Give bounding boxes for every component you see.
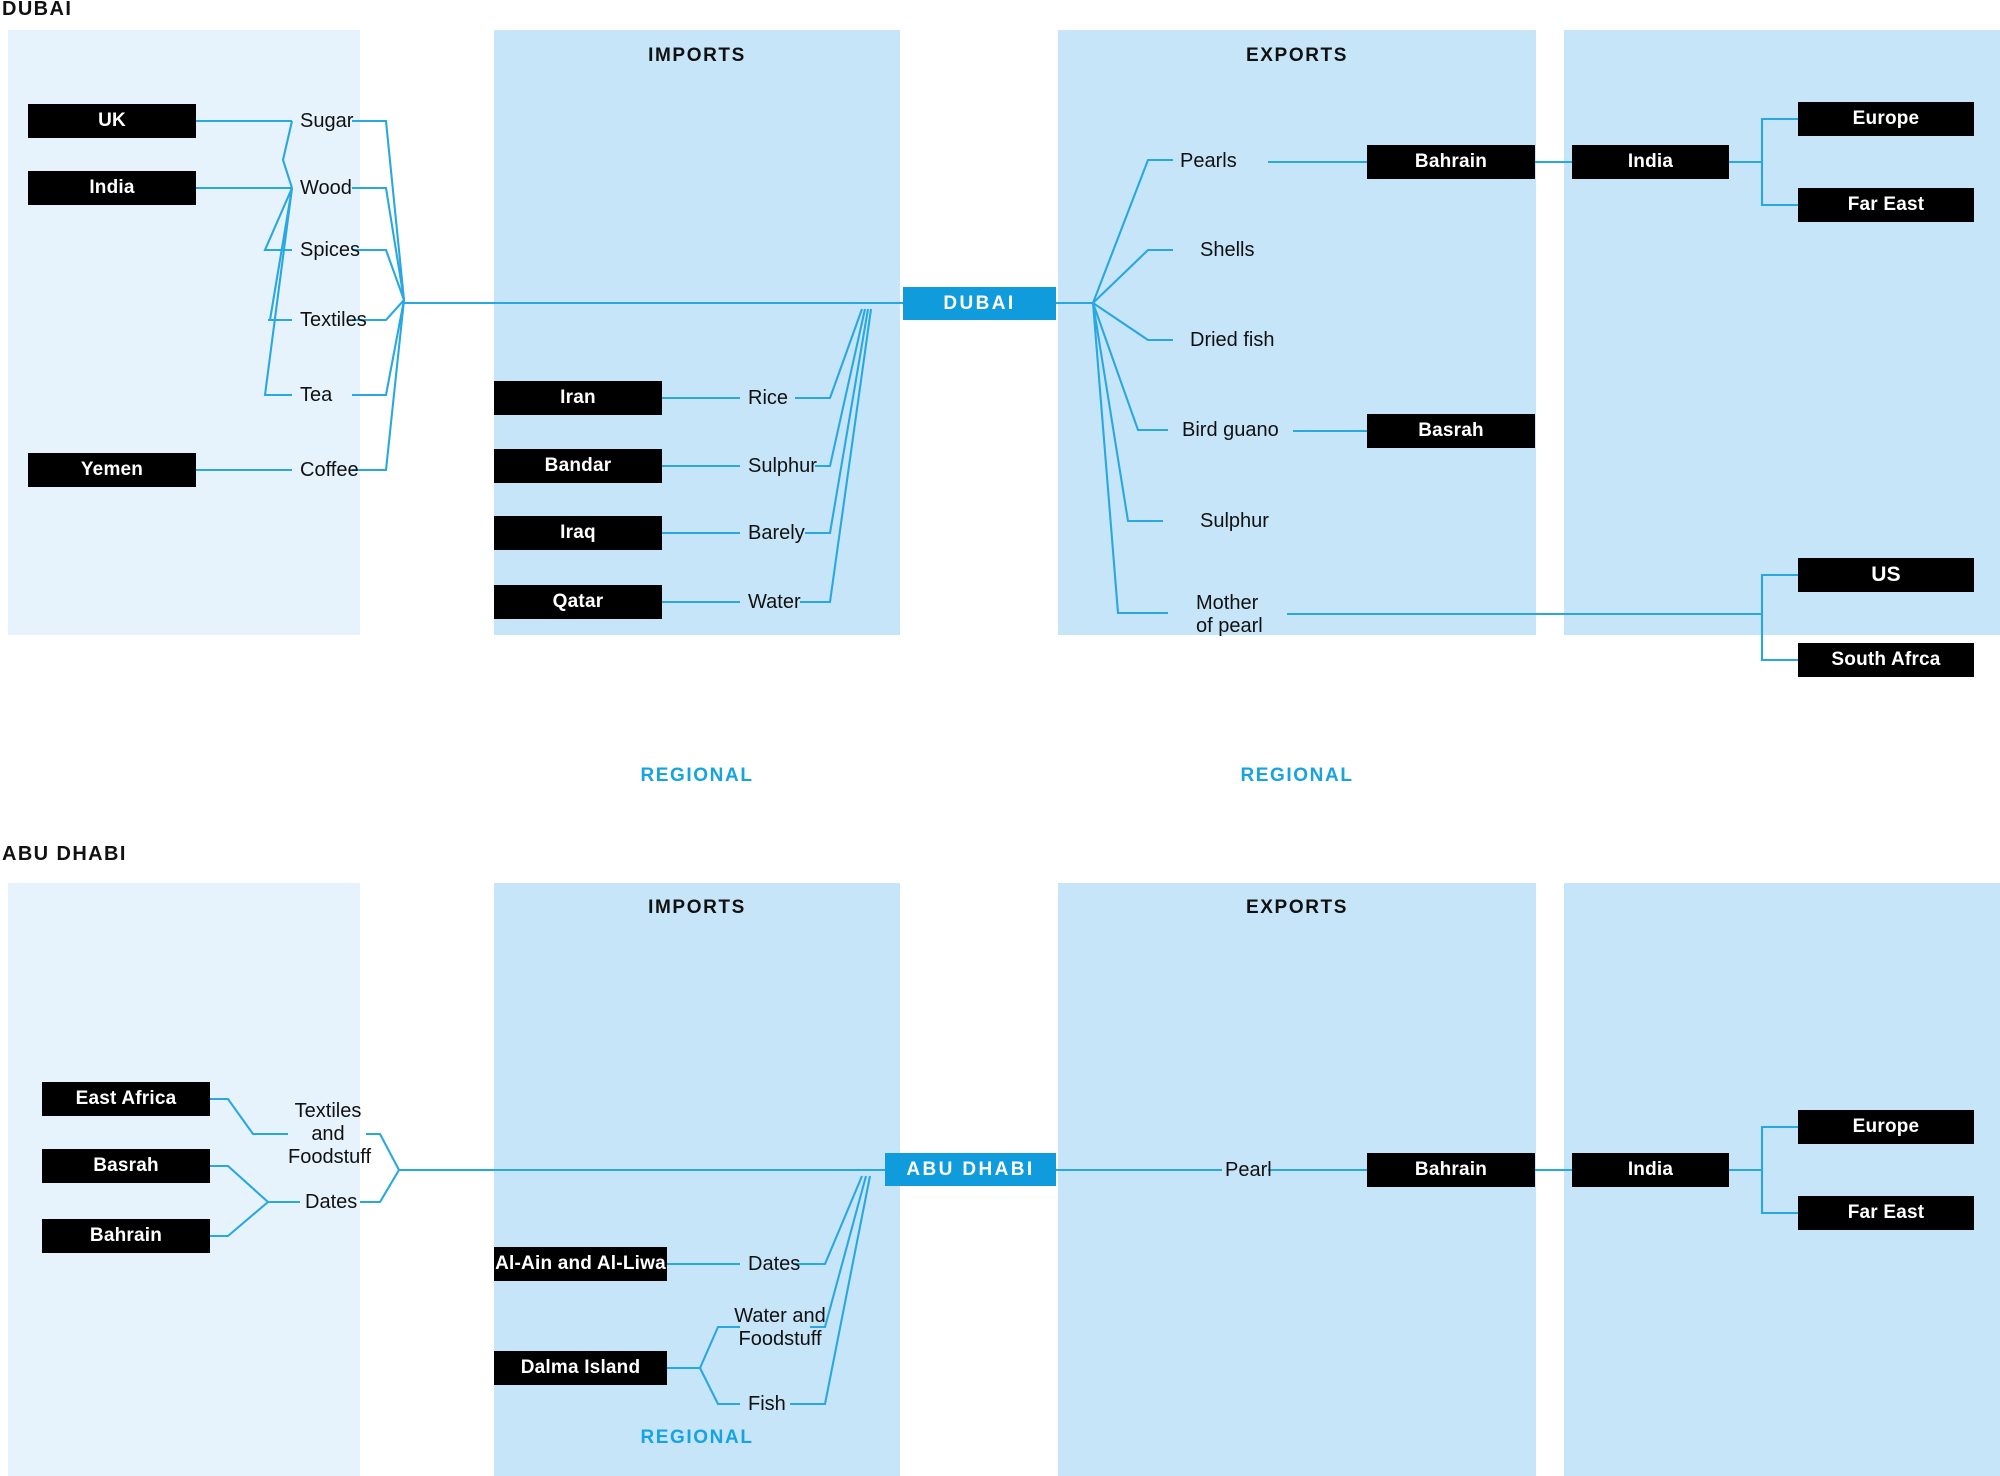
- dubai-imports-regional-tag: REGIONAL: [640, 765, 754, 786]
- good-dubai-import-wood: Wood: [300, 177, 352, 199]
- good-dubai-regional-rice: Rice: [748, 387, 789, 409]
- chip-abudhabi-regional-origin-al-ain-al-liwa[interactable]: Al-Ain and Al-Liwa: [494, 1247, 667, 1281]
- good-abudhabi-export-pearl: Pearl: [1225, 1159, 1272, 1181]
- good-dubai-export-dried-fish: Dried fish: [1190, 329, 1275, 351]
- chip-dubai-export-dest-south-africa[interactable]: South Afrca: [1798, 643, 1974, 677]
- chip-abudhabi-export-onward-far-east[interactable]: Far East: [1798, 1196, 1974, 1230]
- good-dubai-export-mother-of-pearl: Mother of pearl: [1196, 592, 1263, 638]
- chip-dubai-export-onward-india[interactable]: India: [1572, 145, 1729, 179]
- chip-abudhabi-export-onward-europe[interactable]: Europe: [1798, 1110, 1974, 1144]
- abudhabi-exports-header: EXPORTS: [1246, 897, 1348, 918]
- chip-abudhabi-export-onward-india[interactable]: India: [1572, 1153, 1729, 1187]
- chip-abudhabi-origin-east-africa[interactable]: East Africa: [42, 1082, 210, 1116]
- abudhabi-imports-regional-tag: REGIONAL: [640, 1427, 754, 1448]
- section-title-abu-dhabi: ABU DHABI: [2, 843, 127, 865]
- chip-dubai-export-dest-bahrain[interactable]: Bahrain: [1367, 145, 1535, 179]
- chip-dubai-export-onward-far-east[interactable]: Far East: [1798, 188, 1974, 222]
- good-dubai-export-pearls: Pearls: [1180, 150, 1237, 172]
- dubai-exports-header: EXPORTS: [1246, 45, 1348, 66]
- good-dubai-export-bird-guano: Bird guano: [1182, 419, 1279, 441]
- chip-dubai-regional-origin-qatar[interactable]: Qatar: [494, 585, 662, 619]
- good-abudhabi-import-dates: Dates: [305, 1191, 358, 1213]
- good-dubai-import-tea: Tea: [300, 384, 333, 406]
- good-dubai-import-spices: Spices: [300, 239, 361, 261]
- good-dubai-regional-water: Water: [748, 591, 801, 613]
- chip-dubai-origin-yemen[interactable]: Yemen: [28, 453, 196, 487]
- chip-abudhabi-origin-basrah[interactable]: Basrah: [42, 1149, 210, 1183]
- chip-dubai-export-dest-basrah[interactable]: Basrah: [1367, 414, 1535, 448]
- chip-abudhabi-origin-bahrain[interactable]: Bahrain: [42, 1219, 210, 1253]
- good-dubai-import-textiles: Textiles: [300, 309, 367, 331]
- hub-abu-dhabi[interactable]: ABU DHABI: [885, 1153, 1056, 1186]
- good-abudhabi-import-textiles-foodstuff: Textiles and Foodstuff: [288, 1100, 372, 1169]
- good-abudhabi-regional-fish: Fish: [748, 1393, 786, 1415]
- good-dubai-export-shells: Shells: [1200, 239, 1255, 261]
- good-dubai-import-coffee: Coffee: [300, 459, 359, 481]
- dubai-imports-header: IMPORTS: [648, 45, 746, 66]
- chip-abudhabi-export-dest-bahrain[interactable]: Bahrain: [1367, 1153, 1535, 1187]
- dubai-exports-regional-panel: [1058, 30, 1536, 635]
- good-dubai-regional-sulphur: Sulphur: [748, 455, 817, 477]
- chip-dubai-regional-origin-iraq[interactable]: Iraq: [494, 516, 662, 550]
- abudhabi-regional-imports-panel: [494, 883, 900, 1476]
- chip-dubai-origin-uk[interactable]: UK: [28, 104, 196, 138]
- good-dubai-import-sugar: Sugar: [300, 110, 354, 132]
- chip-abudhabi-regional-origin-dalma-island[interactable]: Dalma Island: [494, 1351, 667, 1385]
- chip-dubai-regional-origin-bandar[interactable]: Bandar: [494, 449, 662, 483]
- hub-dubai[interactable]: DUBAI: [903, 287, 1056, 320]
- good-dubai-export-sulphur: Sulphur: [1200, 510, 1269, 532]
- good-abudhabi-regional-water-foodstuff: Water and Foodstuff: [734, 1305, 826, 1351]
- abudhabi-imports-header: IMPORTS: [648, 897, 746, 918]
- chip-dubai-regional-origin-iran[interactable]: Iran: [494, 381, 662, 415]
- chip-dubai-export-onward-europe[interactable]: Europe: [1798, 102, 1974, 136]
- section-title-dubai: DUBAI: [2, 0, 73, 20]
- dubai-exports-regional-tag: REGIONAL: [1240, 765, 1354, 786]
- chip-dubai-origin-india[interactable]: India: [28, 171, 196, 205]
- chip-dubai-export-dest-us[interactable]: US: [1798, 558, 1974, 592]
- good-abudhabi-regional-dates: Dates: [748, 1253, 801, 1275]
- good-dubai-regional-barely: Barely: [748, 522, 805, 544]
